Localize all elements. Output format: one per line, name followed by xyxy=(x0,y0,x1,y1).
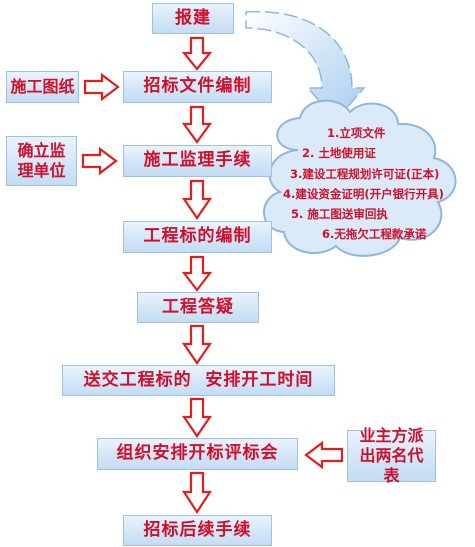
arrow-down-7 xyxy=(181,471,213,515)
cloud-item-6: 6.无拖欠工程款承诺 xyxy=(322,227,427,241)
step-follow-up: 招标后续手续 xyxy=(123,515,272,546)
step-bid-documents-label: 招标文件编制 xyxy=(143,76,252,97)
step-qa: 工程答疑 xyxy=(137,292,259,323)
input-drawings-label: 施工图纸 xyxy=(10,77,75,96)
arrow-left-owner-reps xyxy=(304,440,344,470)
arrow-down-2 xyxy=(181,105,213,144)
cloud-item-2: 2. 土地使用证 xyxy=(302,146,376,160)
arrow-down-1 xyxy=(181,36,213,71)
step-supervision: 施工监理手续 xyxy=(123,145,272,177)
step-baojian-label: 报建 xyxy=(175,7,211,28)
arrow-right-drawings xyxy=(83,72,120,102)
step-baojian: 报建 xyxy=(152,3,234,34)
step-qa-label: 工程答疑 xyxy=(162,296,234,317)
step-supervision-label: 施工监理手续 xyxy=(143,150,252,171)
arrow-down-4 xyxy=(181,255,213,292)
cloud-item-5: 5. 施工图送审回执 xyxy=(291,207,388,221)
input-owner-reps-label: 业主方派出两名代表 xyxy=(359,426,424,485)
step-tender-preparation: 工程标的编制 xyxy=(123,221,272,253)
step-bid-documents: 招标文件编制 xyxy=(123,71,272,103)
cloud-item-4: 4.建设资金证明(开户银行开具) xyxy=(283,187,444,201)
input-owner-reps: 业主方派出两名代表 xyxy=(347,426,436,485)
arrow-down-3 xyxy=(181,179,213,220)
step-submit-schedule-label: 送交工程标的 安排开工时间 xyxy=(83,369,314,390)
cloud-item-3: 3.建设工程规划许可证(正本) xyxy=(290,167,440,181)
input-supervisor-label: 确立监理单位 xyxy=(17,141,66,180)
arrow-down-5 xyxy=(181,324,213,365)
step-submit-schedule: 送交工程标的 安排开工时间 xyxy=(62,365,335,396)
step-bid-opening-label: 组织安排开标评标会 xyxy=(116,443,279,464)
cloud-item-1: 1.立项文件 xyxy=(327,126,386,140)
input-supervisor: 确立监理单位 xyxy=(6,136,77,186)
arrow-right-supervisor xyxy=(81,146,118,176)
input-drawings: 施工图纸 xyxy=(6,71,79,103)
arrow-down-6 xyxy=(181,397,213,438)
step-tender-preparation-label: 工程标的编制 xyxy=(143,226,252,247)
step-bid-opening: 组织安排开标评标会 xyxy=(97,438,298,470)
step-follow-up-label: 招标后续手续 xyxy=(143,519,252,540)
